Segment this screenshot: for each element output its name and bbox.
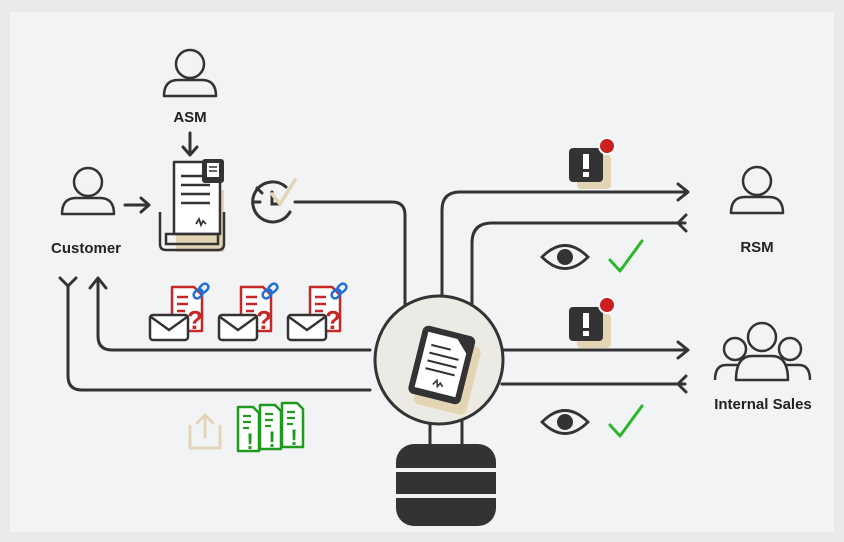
customer-upload-line [66, 284, 372, 392]
internal-sales-check-icon [608, 404, 644, 438]
internal-sales-alert-badge-icon [569, 296, 616, 348]
diagram-canvas: ? ! [51, 48, 812, 526]
asm-user-icon [162, 48, 218, 98]
email-icon [148, 313, 190, 342]
rsm-return-arrowhead [676, 213, 688, 233]
rsm-alert-badge-icon [569, 137, 616, 189]
upload-icon [188, 413, 222, 450]
asm-to-tray-arrow [181, 131, 199, 157]
rsm-eye-icon [540, 244, 590, 270]
customer-request-line [96, 278, 372, 352]
customer-to-tray-arrow [123, 196, 151, 214]
rsm-outgoing-arrowhead [676, 182, 690, 202]
clock-check-icon [251, 178, 297, 224]
email-icon [286, 313, 328, 342]
rsm-label: RSM [740, 239, 773, 256]
clock-connector [293, 200, 407, 324]
workflow-diagram: ? ! [10, 12, 834, 532]
database-icon [396, 444, 496, 526]
internal-sales-group-icon [713, 321, 812, 382]
exclamation-documents-icon [236, 401, 305, 456]
rsm-check-icon [608, 239, 644, 273]
internal-sales-label: Internal Sales [714, 396, 812, 413]
customer-user-icon [60, 166, 116, 216]
email-icon [217, 313, 259, 342]
customer-label: Customer [51, 240, 121, 257]
document-tray-icon [158, 159, 226, 252]
central-document-hub [373, 294, 505, 426]
internal-sales-return-arrowhead [676, 374, 688, 394]
customer-request-arrowhead [88, 276, 108, 290]
internal-sales-outgoing-arrowhead [676, 340, 690, 360]
rsm-return-line [470, 221, 687, 314]
rsm-user-icon [729, 165, 785, 215]
rsm-outgoing-line [440, 190, 688, 304]
asm-label: ASM [173, 109, 206, 126]
internal-sales-eye-icon [540, 409, 590, 435]
customer-upload-fork [58, 276, 78, 288]
